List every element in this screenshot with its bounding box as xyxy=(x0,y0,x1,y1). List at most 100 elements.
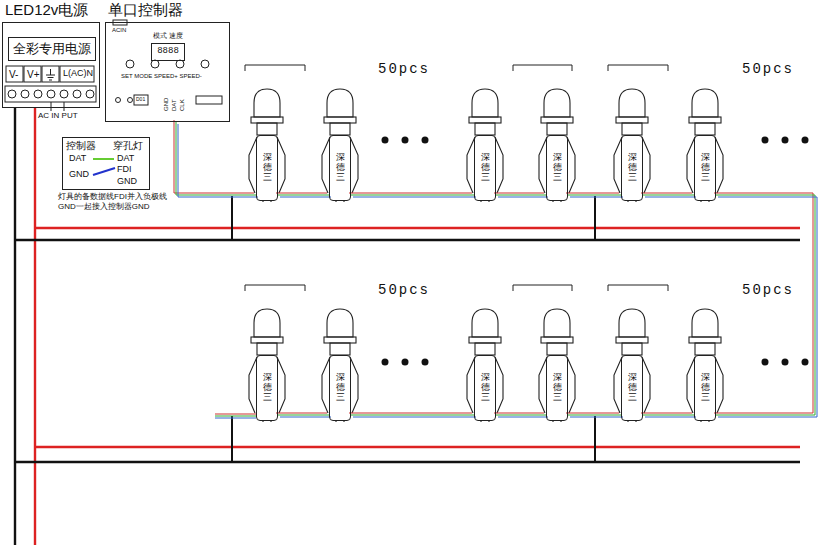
node-text: 深德三 xyxy=(628,153,637,183)
cable-strand xyxy=(716,195,815,415)
cable-strand xyxy=(278,195,329,196)
signal-cable xyxy=(566,413,623,417)
cable-strand xyxy=(498,197,548,198)
cable-strand xyxy=(178,124,258,197)
led-body: 深德三 xyxy=(621,355,643,421)
power-box: LED12v电源全彩专用电源 xyxy=(2,22,100,108)
led-cap xyxy=(249,309,285,422)
led-cap xyxy=(322,309,358,422)
cable-strand xyxy=(494,193,544,194)
led-body: 深德三 xyxy=(546,355,568,421)
node-text: 控制器 xyxy=(66,140,96,151)
signal-cable xyxy=(174,120,258,197)
led-cap xyxy=(539,89,575,202)
legend-wires xyxy=(93,159,115,175)
node-text: DAT xyxy=(117,154,134,164)
signal-cable xyxy=(276,193,331,197)
quantity-label: 50pcs xyxy=(742,283,794,298)
cable-strand xyxy=(566,193,619,194)
node-text: 深德三 xyxy=(553,373,562,403)
terminal-label: L(AC)N xyxy=(63,69,93,79)
group-brackets xyxy=(245,65,668,291)
led-cap xyxy=(322,89,358,202)
led-body: 深德三 xyxy=(256,135,278,201)
led-body: 深德三 xyxy=(621,135,643,201)
cable-strand xyxy=(276,413,327,414)
cable-strand xyxy=(353,417,476,418)
node-text: SET MODE SPEED+ SPEED- xyxy=(121,73,202,80)
cable-strand xyxy=(353,197,476,198)
led-cap xyxy=(687,309,723,422)
cable-strand xyxy=(566,413,619,414)
heading: 单口控制器 xyxy=(108,2,183,19)
cable-stub xyxy=(215,414,256,418)
cable-strand xyxy=(494,413,544,414)
cable-strand xyxy=(280,197,331,198)
cable-strand xyxy=(714,193,813,413)
quantity-label: 50pcs xyxy=(742,62,794,77)
cable-strand xyxy=(174,120,254,193)
node-text: GND xyxy=(69,170,89,180)
signal-cable xyxy=(714,193,817,417)
ellipsis-dots xyxy=(382,137,809,366)
cable-strand xyxy=(278,415,329,416)
pin-label: D01 xyxy=(136,97,145,103)
led-cap xyxy=(687,89,723,202)
pin-label: CLK xyxy=(179,99,186,111)
pin-label: AC IN PUT xyxy=(38,112,78,121)
node-text: 穿孔灯 xyxy=(113,140,143,151)
node-text: 深德三 xyxy=(336,153,345,183)
cable-strand xyxy=(570,197,623,198)
signal-cable xyxy=(276,413,331,417)
led-cap xyxy=(614,89,650,202)
node-text: 全彩专用电源 xyxy=(13,42,91,56)
led-cap xyxy=(249,89,285,202)
cable-strand xyxy=(280,417,331,418)
node-text: DAT xyxy=(69,154,86,164)
signal-cable xyxy=(566,193,623,197)
led-cap xyxy=(614,309,650,422)
cable-strand xyxy=(641,193,692,194)
cable-strand xyxy=(643,415,694,416)
cable-strand xyxy=(351,195,474,196)
node-text: 模式 速度 xyxy=(153,32,183,40)
led-body: 深德三 xyxy=(329,135,351,201)
node-text: 深德三 xyxy=(336,373,345,403)
node-text: 深德三 xyxy=(628,373,637,403)
power-terminals xyxy=(5,66,96,111)
cable-strand xyxy=(349,193,472,194)
power-wires xyxy=(15,108,800,545)
quantity-label: 50pcs xyxy=(378,283,430,298)
cable-strand xyxy=(568,195,621,196)
quantity-label: 50pcs xyxy=(378,62,430,77)
led-body: 深德三 xyxy=(256,355,278,421)
cable-strand xyxy=(498,417,548,418)
heading: LED12v电源 xyxy=(5,2,88,19)
cable-strand xyxy=(570,417,623,418)
pin-label: GND xyxy=(163,98,170,111)
node-text: 深德三 xyxy=(701,373,710,403)
pin-label: ACIN xyxy=(112,27,126,34)
cable-strand xyxy=(351,415,474,416)
led-body: 深德三 xyxy=(474,135,496,201)
node-text: 深德三 xyxy=(701,153,710,183)
signal-cable xyxy=(641,193,696,197)
cable-strand xyxy=(645,197,696,198)
node-text: 深德三 xyxy=(481,153,490,183)
node-text: 深德三 xyxy=(263,153,272,183)
cable-strand xyxy=(496,195,546,196)
led-cap xyxy=(467,89,503,202)
note: 灯具的备数据线FDI并入负极线GND一起接入控制器GND xyxy=(58,192,170,212)
wiring-legend-box: 控制器穿孔灯DATDATGNDFDIGND xyxy=(62,137,150,190)
cable-strand xyxy=(176,122,256,195)
signal-cable xyxy=(349,413,476,417)
signal-cable xyxy=(494,193,548,197)
controller-parts xyxy=(113,20,222,105)
cable-strand xyxy=(276,193,327,194)
signal-cable xyxy=(494,413,548,417)
digit-display: 8888 xyxy=(151,43,185,61)
cable-strand xyxy=(349,413,472,414)
led-cap xyxy=(467,309,503,422)
